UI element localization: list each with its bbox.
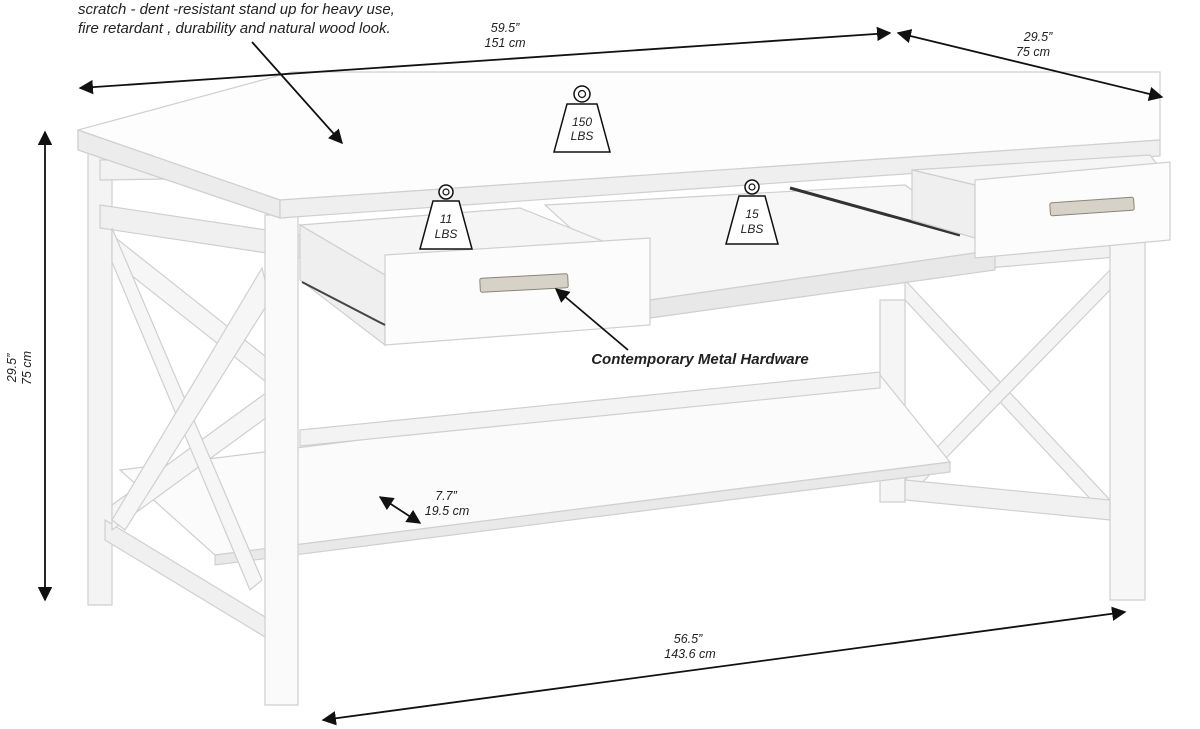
- hardware-label: Contemporary Metal Hardware: [591, 351, 809, 368]
- shelf-depth-line: [378, 496, 422, 524]
- weight-icon-center-tray: [725, 179, 779, 245]
- shelf-depth-in: 7.7”: [435, 489, 457, 503]
- note-line-2: fire retardant , durability and natural …: [78, 20, 391, 37]
- right-drawer-handle: [1049, 196, 1135, 217]
- top-width-line: [78, 26, 892, 95]
- left-drawer-front: [384, 237, 651, 346]
- bottom-width-line: [321, 606, 1127, 726]
- note-line-1: scratch - dent -resistant stand up for h…: [78, 1, 395, 18]
- front-left-leg: [264, 214, 299, 706]
- load-top-unit: LBS: [571, 129, 594, 143]
- bottom-shelf: [118, 374, 952, 556]
- depth-cm: 75 cm: [1016, 45, 1050, 59]
- top-width-in: 59.5”: [491, 21, 520, 35]
- weight-icon-left-drawer: [419, 184, 473, 250]
- hardware-pointer-arrow: [554, 288, 629, 351]
- load-center-tray-unit: LBS: [741, 222, 764, 236]
- front-right-leg: [1109, 234, 1146, 601]
- load-left-drawer-unit: LBS: [435, 227, 458, 241]
- dimension-lines: [37, 26, 1164, 726]
- left-drawer-handle: [479, 273, 569, 293]
- desk-illustration: [77, 71, 1171, 706]
- load-left-drawer-value: 11: [440, 212, 452, 226]
- load-top-value: 150: [572, 115, 592, 129]
- bottom-width-in: 56.5”: [674, 632, 703, 646]
- height-cm: 75 cm: [20, 351, 34, 385]
- bottom-width-cm: 143.6 cm: [664, 647, 715, 661]
- load-center-tray-value: 15: [745, 207, 759, 221]
- note-pointer-arrow: [251, 41, 343, 145]
- weight-icon-top: [553, 85, 611, 153]
- depth-line: [896, 29, 1164, 101]
- top-width-cm: 151 cm: [485, 36, 526, 50]
- depth-in: 29.5”: [1023, 30, 1053, 44]
- shelf-depth-cm: 19.5 cm: [425, 504, 469, 518]
- height-in: 29.5”: [5, 353, 19, 383]
